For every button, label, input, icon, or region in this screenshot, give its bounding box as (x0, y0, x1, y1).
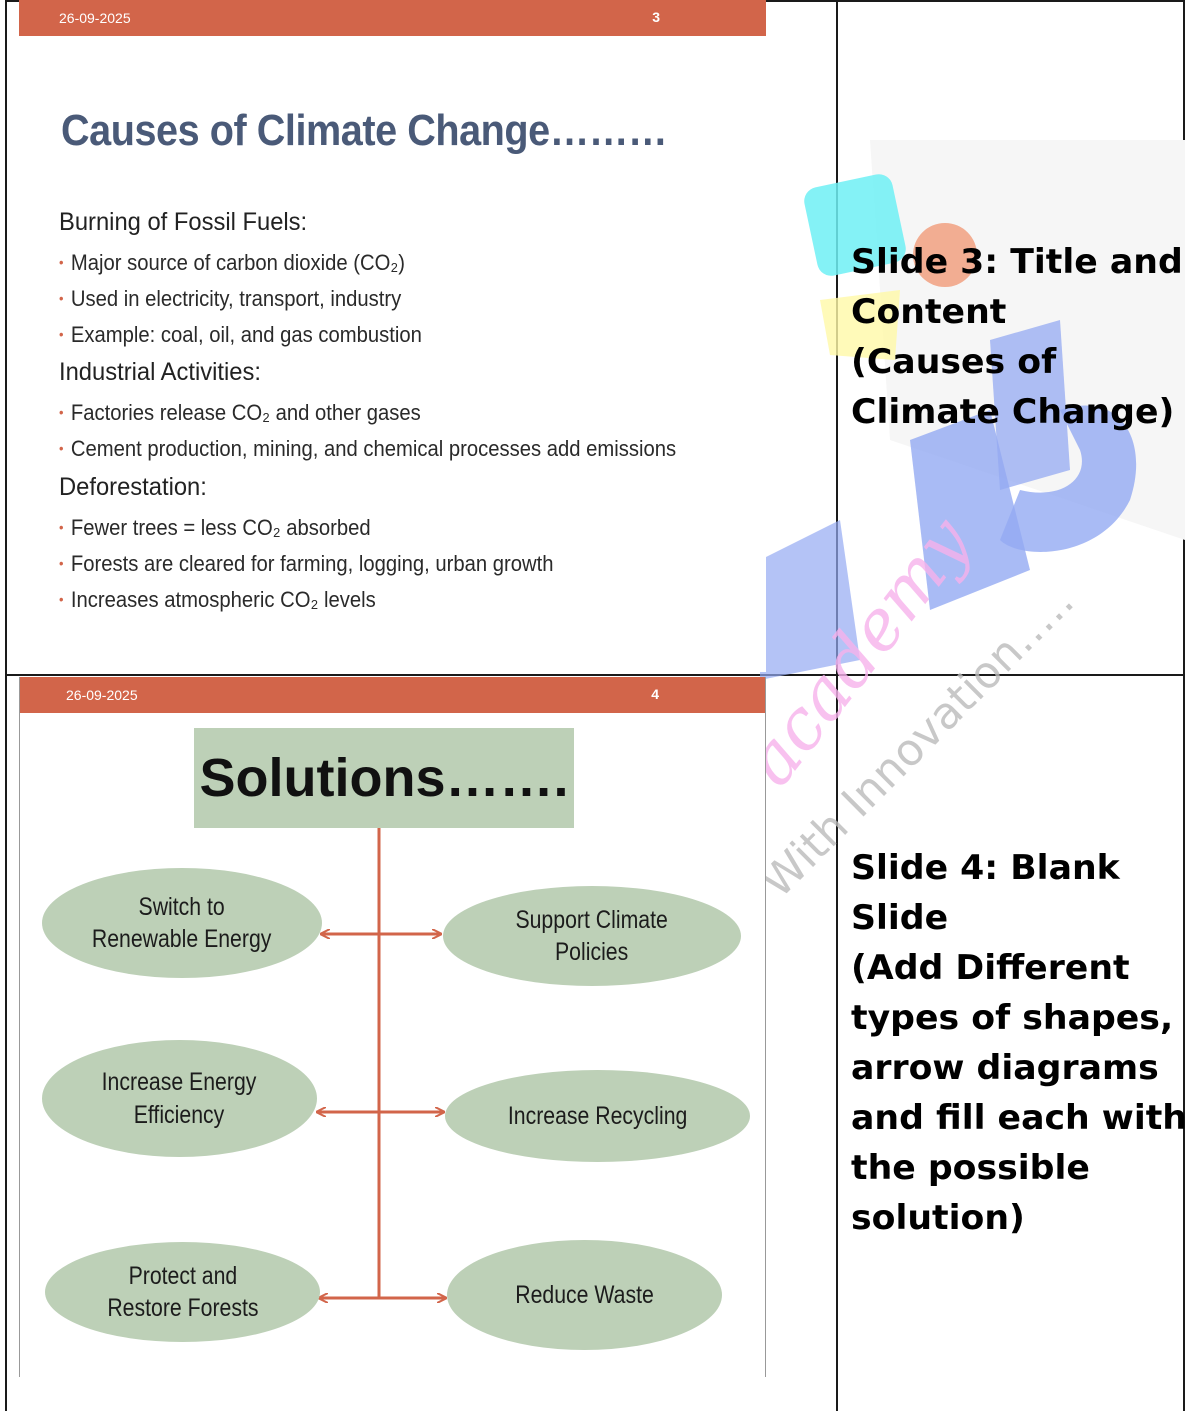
bullet-item: •Example: coal, oil, and gas combustion (59, 322, 422, 347)
bullet-icon: • (59, 440, 64, 456)
solution-ellipse: Reduce Waste (447, 1240, 722, 1350)
table-border-right (1183, 0, 1185, 1411)
bullet-icon: • (59, 326, 64, 342)
bullet-icon: • (59, 290, 64, 306)
bullet-icon: • (59, 591, 64, 607)
bullet-item: •Increases atmospheric CO₂ levels (59, 587, 376, 612)
slide-header: 26-09-2025 3 (19, 0, 766, 36)
solutions-title-box: Solutions……. (194, 728, 574, 828)
slide-number: 4 (651, 686, 659, 702)
solution-ellipse: Increase Recycling (445, 1070, 750, 1162)
table-border-left (5, 0, 7, 1411)
slide-number: 3 (652, 9, 660, 25)
slide-3: 26-09-2025 3 Causes of Climate Change………… (19, 0, 766, 672)
bullet-item: •Factories release CO₂ and other gases (59, 400, 421, 425)
section-heading: Burning of Fossil Fuels: (59, 208, 308, 236)
section-heading: Deforestation: (59, 473, 207, 501)
bullet-item: •Cement production, mining, and chemical… (59, 436, 677, 461)
bullet-icon: • (59, 254, 64, 270)
bullet-icon: • (59, 555, 64, 571)
slide-header: 26-09-2025 4 (20, 677, 765, 713)
bullet-item: •Fewer trees = less CO₂ absorbed (59, 515, 371, 540)
bullet-item: •Forests are cleared for farming, loggin… (59, 551, 554, 576)
section-heading: Industrial Activities: (59, 358, 261, 386)
table-row-divider (5, 674, 1185, 676)
bullet-item: •Used in electricity, transport, industr… (59, 286, 402, 311)
bullet-item: •Major source of carbon dioxide (CO₂) (59, 250, 405, 275)
instruction-slide-3: Slide 3: Title and Content (Causes of Cl… (851, 242, 1183, 432)
instruction-slide-4: Slide 4: Blank Slide (Add Different type… (851, 848, 1185, 1238)
slide-date: 26-09-2025 (66, 687, 138, 703)
slide-date: 26-09-2025 (59, 10, 131, 26)
bullet-icon: • (59, 404, 64, 420)
bullet-icon: • (59, 519, 64, 535)
solutions-title: Solutions……. (199, 748, 569, 808)
slide-title: Causes of Climate Change……… (61, 106, 668, 155)
table-column-divider (836, 0, 838, 1411)
arrow-diagram (20, 828, 765, 1377)
